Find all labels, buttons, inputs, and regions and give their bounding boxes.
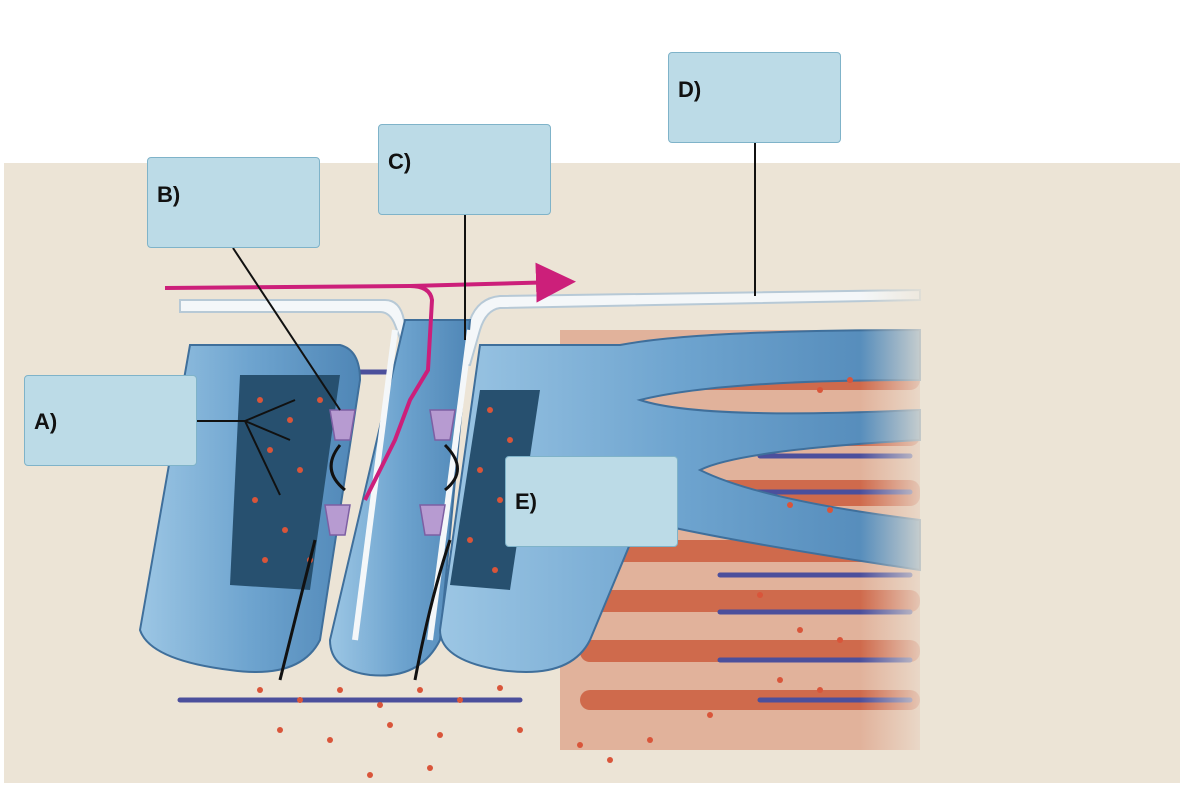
fade-overlay [860,280,940,760]
receptors [324,409,456,536]
label-a-text: A) [34,409,58,434]
label-box-b[interactable]: B) [147,157,320,248]
label-box-d[interactable]: D) [668,52,841,143]
label-box-c[interactable]: C) [378,124,551,215]
label-d-text: D) [678,77,702,102]
label-e-text: E) [515,489,537,514]
label-box-a[interactable]: A) [24,375,197,466]
label-b-text: B) [157,182,181,207]
leader-lines [197,143,756,496]
sr-lumen-left [230,375,340,590]
label-c-text: C) [388,149,412,174]
label-box-e[interactable]: E) [505,456,678,547]
calcium-ions [252,377,853,778]
calcium-release-arrows [278,443,459,681]
action-potential-arrow-right [409,262,576,303]
